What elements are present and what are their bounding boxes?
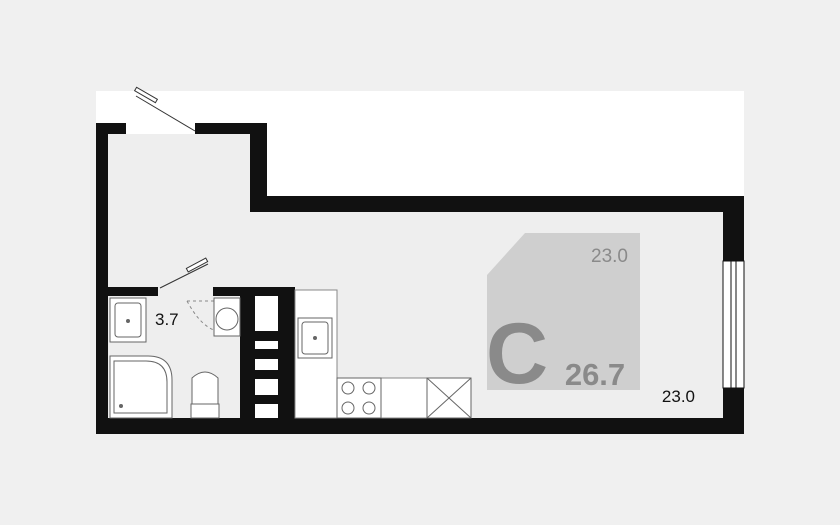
wall-top-right-stub bbox=[195, 123, 267, 134]
shower-tray bbox=[109, 355, 173, 419]
door-swing-arc bbox=[186, 300, 215, 331]
kitchen-sink bbox=[297, 317, 333, 359]
walls bbox=[96, 123, 744, 434]
wall-left bbox=[96, 123, 108, 434]
apartment-type-letter: С bbox=[486, 306, 548, 402]
room-area-label: 23.0 bbox=[662, 387, 695, 406]
stove bbox=[336, 377, 382, 419]
bathroom-sink bbox=[109, 297, 147, 343]
wall-right-upper bbox=[723, 196, 744, 261]
wall-shaft-right bbox=[278, 287, 295, 418]
wall-bottom bbox=[96, 418, 744, 434]
ventilation-shaft bbox=[255, 296, 278, 418]
washing-machine bbox=[213, 297, 241, 337]
wall-bath-top-left bbox=[108, 287, 158, 296]
total-area-label: 26.7 bbox=[565, 357, 625, 392]
window-right bbox=[722, 260, 745, 389]
fridge bbox=[426, 377, 472, 419]
bathroom-area-label: 3.7 bbox=[155, 310, 179, 329]
wall-top-left-stub bbox=[96, 123, 126, 134]
wall-shaft-left bbox=[248, 287, 255, 418]
wall-bath-right bbox=[240, 287, 248, 418]
entrance-door bbox=[133, 86, 196, 132]
toilet bbox=[190, 371, 220, 419]
living-area-highlight bbox=[487, 233, 640, 390]
living-area-label: 23.0 bbox=[591, 246, 628, 267]
wall-top-main bbox=[250, 196, 744, 212]
bathroom-door bbox=[159, 257, 209, 289]
wall-notch-vertical bbox=[250, 123, 267, 212]
